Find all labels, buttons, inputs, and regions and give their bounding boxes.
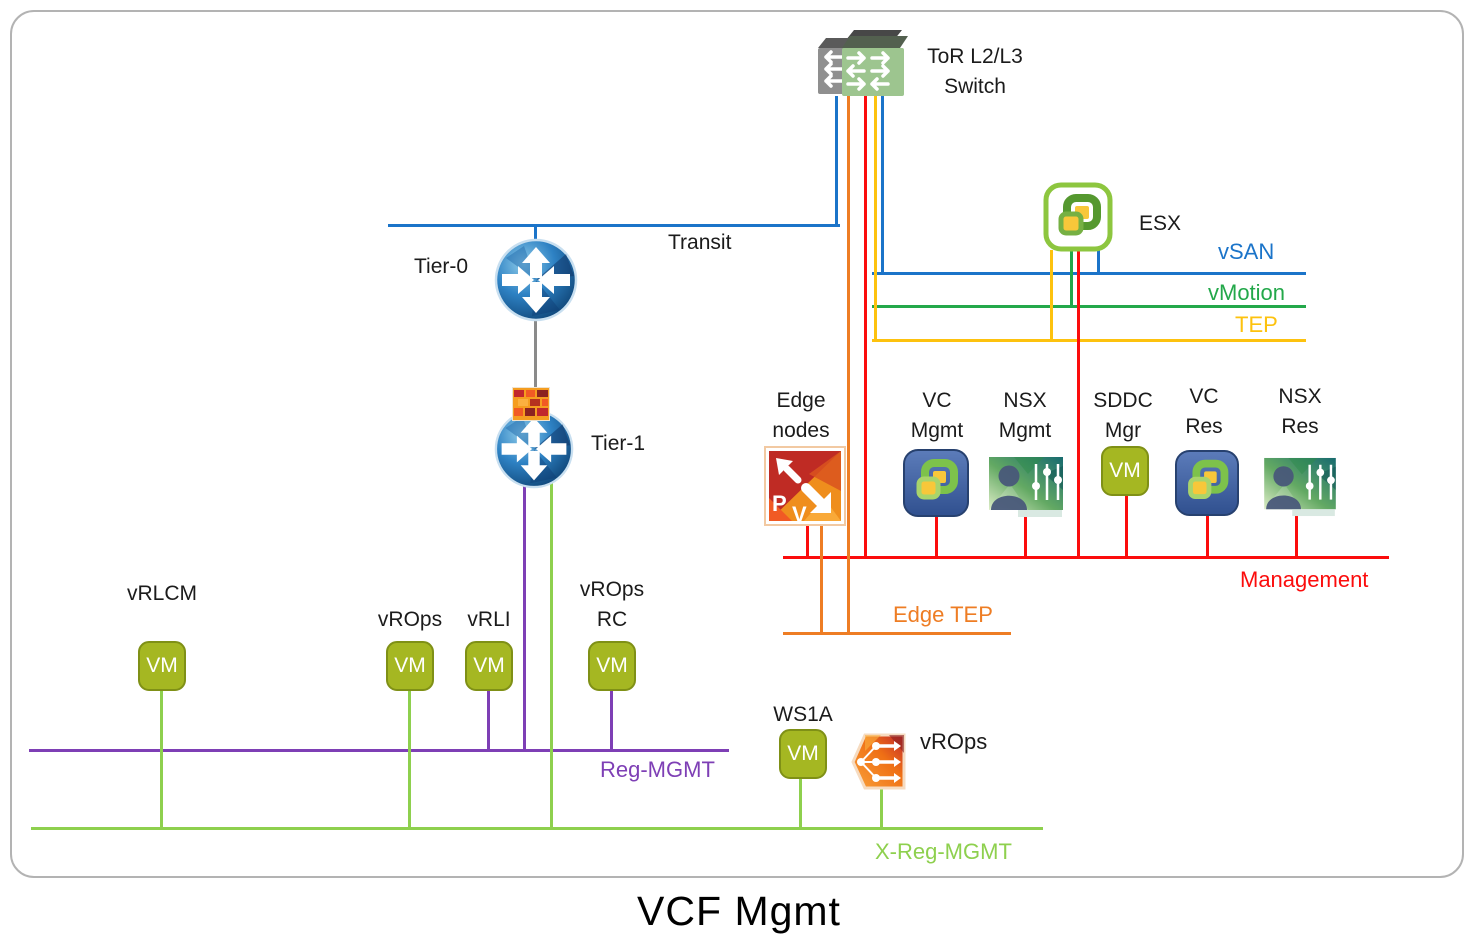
- edge-letter-v: V: [792, 502, 807, 526]
- edge-tep-line: [783, 632, 1011, 635]
- nsx-mgmt-label: NSX Mgmt: [998, 389, 1052, 442]
- vrlcm-label: vRLCM: [126, 582, 198, 605]
- edge-nodes-icon: P V: [764, 446, 846, 531]
- management-label: Management: [1240, 567, 1369, 592]
- vrlcm-vm-label: VM: [146, 654, 178, 677]
- vc-mgmt-label: VC Mgmt: [910, 389, 964, 442]
- tier1-xreg-mgmt-link: [550, 480, 553, 829]
- edge-tep-label: Edge TEP: [893, 602, 993, 627]
- vc-res-label: VC Res: [1185, 385, 1223, 438]
- tier1-label: Tier-1: [591, 432, 646, 455]
- vrlcm-xreg-link: [160, 691, 163, 829]
- vrli-label: vRLI: [467, 608, 511, 631]
- edge-letter-p: P: [772, 491, 787, 516]
- tor-edge-tep-drop: [847, 96, 850, 634]
- vrops-vm: VM: [386, 641, 434, 691]
- vrli-vm: VM: [465, 641, 513, 691]
- esx-tep-link: [1050, 250, 1053, 341]
- tor-vsan-drop: [881, 96, 884, 274]
- esx-label: ESX: [1139, 212, 1182, 235]
- sddc-mgr-vm-label: VM: [1109, 459, 1141, 482]
- nsx-res-management-link: [1295, 513, 1298, 558]
- vrops-cloud-label: vROps: [920, 729, 988, 754]
- vrops-cloud-icon: [851, 733, 907, 796]
- nsx-res-icon: [1263, 457, 1337, 522]
- vrops-cloud-xreg-link: [880, 789, 883, 829]
- esx-management-link: [1077, 250, 1080, 558]
- nsx-res-label: NSX Res: [1278, 385, 1322, 438]
- esx-vmotion-link: [1070, 250, 1073, 307]
- vmotion-line: [872, 305, 1306, 308]
- vrops-label: vROps: [377, 608, 443, 631]
- management-line: [783, 556, 1389, 559]
- diagram-border: [10, 10, 1464, 878]
- vrops-rc-label: vROps RC: [579, 578, 645, 631]
- vrli-reg-link: [487, 691, 490, 751]
- transit-line: [388, 224, 840, 227]
- ws1a-label: WS1A: [773, 703, 833, 726]
- reg-mgmt-line: [29, 749, 729, 752]
- tier1-router-icon: [494, 409, 574, 494]
- vrlcm-vm: VM: [138, 641, 186, 691]
- tor-management-drop: [864, 96, 867, 558]
- vc-res-icon: [1175, 450, 1239, 521]
- sddc-mgr-vm: VM: [1101, 446, 1149, 496]
- tier0-tier1-link: [534, 316, 537, 391]
- vrops-rc-vm: VM: [588, 641, 636, 691]
- esx-vsan-link: [1097, 250, 1100, 274]
- ws1a-xreg-link: [799, 777, 802, 829]
- edge-nodes-label: Edge nodes: [772, 389, 830, 442]
- vrops-rc-vm-label: VM: [596, 654, 628, 677]
- tor-tep-drop: [874, 96, 877, 341]
- reg-mgmt-label: Reg-MGMT: [600, 757, 715, 782]
- firewall-icon: [512, 387, 550, 426]
- vmotion-label: vMotion: [1208, 280, 1286, 305]
- ws1a-vm-label: VM: [787, 742, 819, 765]
- tor-switch-label: ToR L2/L3 Switch: [927, 45, 1023, 98]
- vc-mgmt-icon: [903, 449, 969, 522]
- xreg-mgmt-label: X-Reg-MGMT: [875, 839, 1012, 864]
- edge-management-link: [806, 523, 809, 558]
- vsan-label: vSAN: [1218, 239, 1275, 264]
- tier0-transit-link: [534, 225, 537, 242]
- esx-host-icon: [1043, 182, 1113, 257]
- tor-switch-icon: [818, 30, 910, 103]
- diagram-title: VCF Mgmt: [637, 888, 841, 934]
- tor-transit-uplink: [835, 96, 838, 226]
- sddc-mgr-management-link: [1125, 494, 1128, 558]
- vsan-line: [872, 272, 1306, 275]
- tier0-router-icon: [494, 238, 578, 327]
- vc-res-management-link: [1206, 514, 1209, 558]
- tier1-reg-mgmt-link: [523, 480, 526, 751]
- xreg-mgmt-line: [31, 827, 1043, 830]
- transit-label: Transit: [668, 231, 732, 254]
- tep-line: [872, 339, 1306, 342]
- vc-mgmt-management-link: [935, 516, 938, 558]
- sddc-mgr-label: SDDC Mgr: [1093, 389, 1153, 442]
- vrli-vm-label: VM: [473, 654, 505, 677]
- nsx-mgmt-icon: [988, 456, 1064, 523]
- vrops-rc-reg-link: [610, 691, 613, 751]
- vrops-xreg-link: [408, 691, 411, 829]
- edge-tep-link: [820, 523, 823, 634]
- ws1a-vm: VM: [779, 729, 827, 779]
- nsx-mgmt-management-link: [1024, 515, 1027, 558]
- tep-label: TEP: [1235, 312, 1278, 337]
- vrops-vm-label: VM: [394, 654, 426, 677]
- tier0-label: Tier-0: [414, 255, 469, 278]
